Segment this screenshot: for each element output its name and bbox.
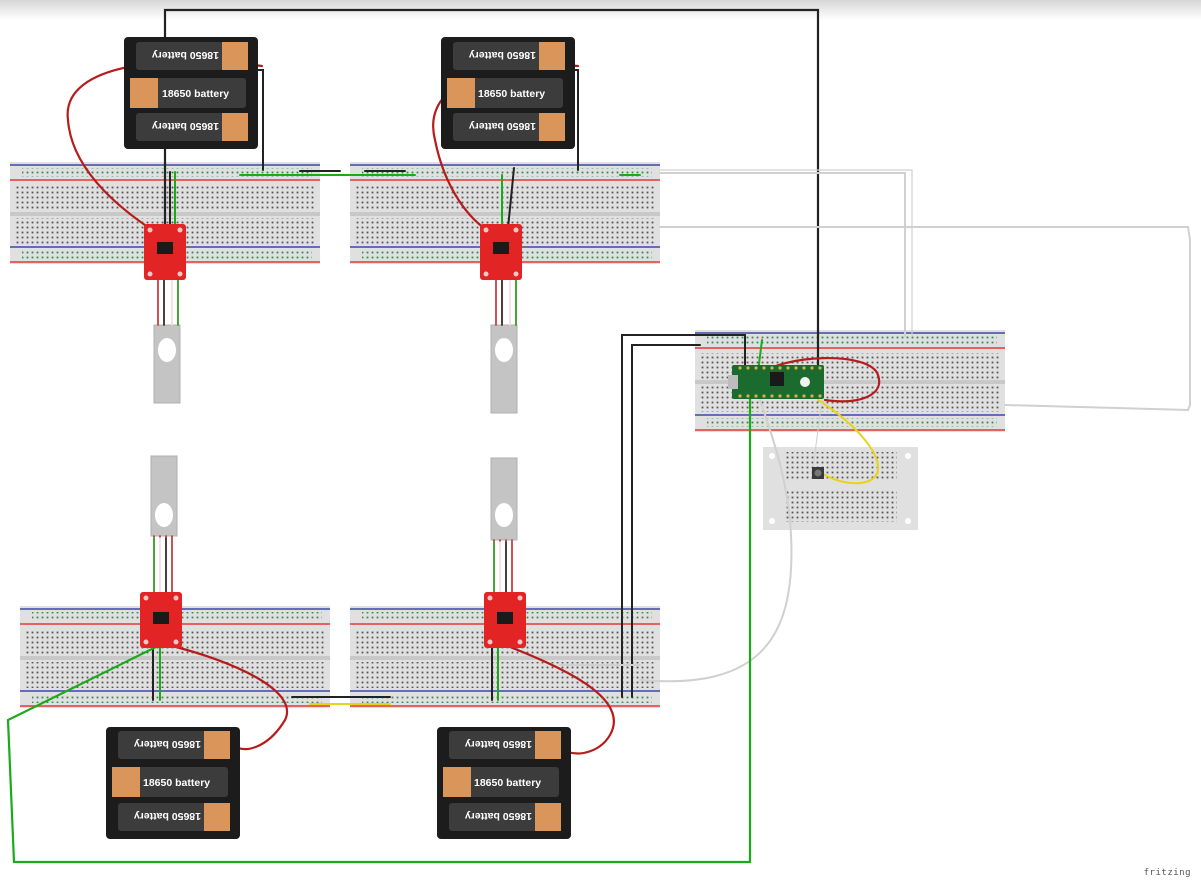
battery-holder-bottom-middle: 18650 battery 18650 battery 18650 batter… <box>437 727 571 839</box>
load-cell-3 <box>150 455 178 537</box>
load-cell-4 <box>490 457 518 541</box>
battery-holder-bottom-left: 18650 battery 18650 battery 18650 batter… <box>106 727 240 839</box>
hx711-module-4 <box>484 592 526 648</box>
battery-holder-top-left: 18650 battery 18650 battery 18650 batter… <box>124 37 258 149</box>
cell-7-label: 18650 battery <box>134 738 201 750</box>
cell-11-label: 18650 battery <box>474 777 541 789</box>
cell-6-label: 18650 battery <box>469 120 536 132</box>
cell-4-label: 18650 battery <box>469 49 536 61</box>
hx711-module-2 <box>480 224 522 280</box>
cell-12-label: 18650 battery <box>465 810 532 822</box>
raspberry-pi-pico <box>728 365 824 399</box>
hx711-module-3 <box>140 592 182 648</box>
load-cell-2 <box>490 324 518 414</box>
cell-2-label: 18650 battery <box>162 88 229 100</box>
battery-holder-top-middle: 18650 battery 18650 battery 18650 batter… <box>441 37 575 149</box>
fritzing-watermark: fritzing <box>1143 868 1191 878</box>
push-button <box>812 467 824 479</box>
cell-8-label: 18650 battery <box>143 777 210 789</box>
cell-3-label: 18650 battery <box>152 120 219 132</box>
load-cell-1 <box>153 324 181 404</box>
hx711-module-1 <box>144 224 186 280</box>
cell-10-label: 18650 battery <box>465 738 532 750</box>
cell-9-label: 18650 battery <box>134 810 201 822</box>
cell-5-label: 18650 battery <box>478 88 545 100</box>
cell-1-label: 18650 battery <box>152 49 219 61</box>
